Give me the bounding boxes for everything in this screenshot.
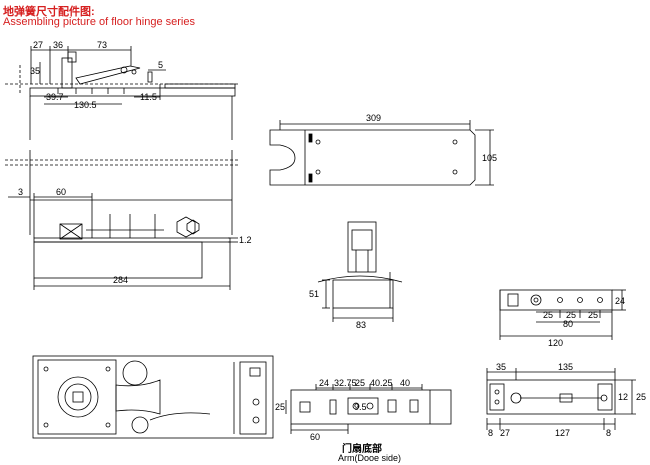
dim-8-left: 8 bbox=[488, 428, 493, 438]
dim-27: 27 bbox=[500, 428, 510, 438]
dim-60: 60 bbox=[310, 432, 320, 442]
dim-40: 40 bbox=[400, 378, 410, 388]
main-view-dims: 3 60 1.2 284 bbox=[18, 187, 252, 285]
dim-11-5: 11.5 bbox=[140, 92, 157, 102]
main-side-view bbox=[5, 150, 240, 290]
cover-plate-dims: 309 105 bbox=[366, 113, 497, 163]
dim-127: 127 bbox=[555, 428, 570, 438]
arm-small-dims: 24 25 25 25 80 120 bbox=[543, 296, 625, 348]
dim-8-right: 8 bbox=[606, 428, 611, 438]
arm-door-side-dims: 24 32.75 25 40.25 40 25 9.5 60 bbox=[275, 378, 410, 442]
dim-284: 284 bbox=[113, 275, 128, 285]
dim-1-2: 1.2 bbox=[239, 235, 252, 245]
dim-39-7: 39.7 bbox=[46, 92, 64, 102]
dim-25-b: 25 bbox=[566, 310, 576, 320]
dim-25: 25 bbox=[355, 378, 365, 388]
dim-83: 83 bbox=[356, 320, 366, 330]
dim-80: 80 bbox=[563, 319, 573, 329]
arm-right-view bbox=[486, 368, 636, 430]
dim-25-a: 25 bbox=[543, 310, 553, 320]
bottom-top-view bbox=[32, 355, 274, 439]
dim-51: 51 bbox=[309, 289, 319, 299]
arm-door-side-view bbox=[285, 384, 452, 434]
dim-120: 120 bbox=[548, 338, 563, 348]
dim-25-vertical: 25 bbox=[275, 402, 285, 412]
dim-40-25: 40.25 bbox=[370, 378, 393, 388]
dim-24: 24 bbox=[319, 378, 329, 388]
arm-caption-chinese: 门扇底部 bbox=[342, 444, 382, 455]
dim-24: 24 bbox=[615, 296, 625, 306]
dim-5: 5 bbox=[158, 60, 163, 70]
dim-36: 36 bbox=[53, 40, 63, 50]
dim-27: 27 bbox=[33, 40, 43, 50]
dim-35: 35 bbox=[30, 66, 40, 76]
dim-9-5: 9.5 bbox=[354, 402, 367, 412]
dim-309: 309 bbox=[366, 113, 381, 123]
dim-130-5: 130.5 bbox=[74, 100, 97, 110]
dim-32-75: 32.75 bbox=[334, 378, 357, 388]
spindle-dims: 51 83 bbox=[309, 289, 366, 330]
dim-105: 105 bbox=[482, 153, 497, 163]
dim-35: 35 bbox=[496, 362, 506, 372]
top-hinge-view bbox=[5, 46, 240, 140]
spindle-view bbox=[317, 221, 403, 322]
dim-3: 3 bbox=[18, 187, 23, 197]
arm-right-dims: 35 135 12 25 8 27 127 8 bbox=[488, 362, 646, 438]
dim-25: 25 bbox=[636, 392, 646, 402]
title-chinese: 地弹簧尺寸配件图: bbox=[3, 6, 95, 18]
top-view-dims: 27 36 73 35 5 39.7 130.5 11.5 bbox=[30, 40, 163, 110]
title-english: Assembling picture of floor hinge series bbox=[3, 16, 195, 28]
dim-73: 73 bbox=[97, 40, 107, 50]
dim-60: 60 bbox=[56, 187, 66, 197]
dim-25-c: 25 bbox=[588, 310, 598, 320]
arm-caption-english: Arm(Dooe side) bbox=[338, 453, 402, 463]
dim-12: 12 bbox=[618, 392, 628, 402]
arm-small-view bbox=[499, 289, 626, 340]
cover-plate-view bbox=[269, 120, 494, 186]
dim-135: 135 bbox=[558, 362, 573, 372]
